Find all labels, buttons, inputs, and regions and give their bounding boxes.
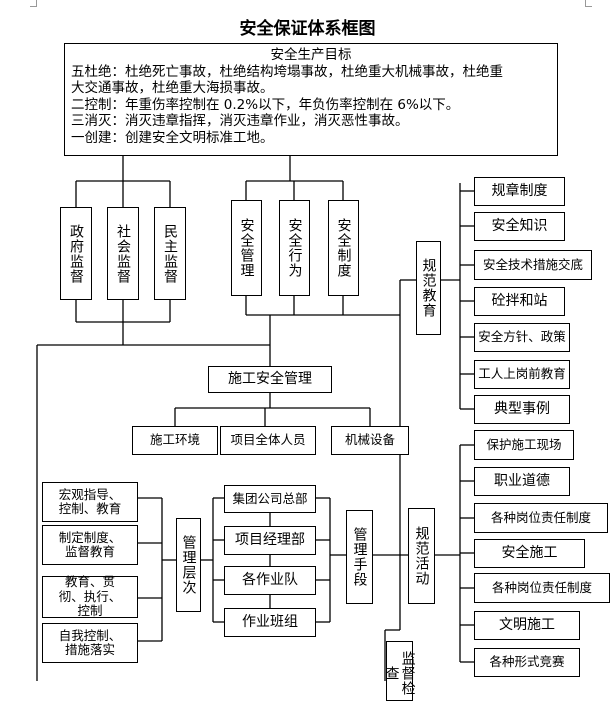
project-all-staff-box: 项目全体人员 bbox=[220, 426, 316, 455]
connector-lines bbox=[36, 156, 474, 681]
safety-system-box: 安全制度 bbox=[328, 200, 359, 296]
government-supervision-box: 政府监督 bbox=[60, 207, 92, 300]
activity-item-box: 各种岗位责任制度 bbox=[474, 573, 610, 603]
education-item-box: 规章制度 bbox=[474, 177, 565, 206]
goal-line: 一创建：创建安全文明标准工地。 bbox=[71, 129, 274, 146]
safety-goal-box: 安全生产目标 五杜绝：杜绝死亡事故，杜绝结构垮塌事故，杜绝重大机械事故，杜绝重 … bbox=[64, 43, 558, 156]
activity-item-box: 职业道德 bbox=[474, 467, 570, 496]
education-item-box: 安全技术措施交底 bbox=[474, 250, 592, 280]
goal-line: 大交通事故，杜绝重大海损事故。 bbox=[71, 80, 274, 96]
safety-goal-heading: 安全生产目标 bbox=[270, 47, 352, 63]
education-item-box: 典型事例 bbox=[474, 395, 570, 424]
social-supervision-box: 社会监督 bbox=[107, 207, 139, 300]
work-crew-box: 作业班组 bbox=[224, 608, 316, 637]
education-item-box: 安全方针、政策 bbox=[474, 323, 570, 352]
goal-line: 二控制：年重伤率控制在 0.2%以下，年负伤率控制在 6%以下。 bbox=[71, 96, 460, 113]
democratic-supervision-box: 民主监督 bbox=[154, 207, 186, 300]
page-corner-mark-left bbox=[30, 0, 37, 7]
construction-safety-management-box: 施工安全管理 bbox=[208, 366, 332, 393]
management-role-box: 教育、贯彻、执行、控制 bbox=[42, 575, 138, 618]
management-role-box: 自我控制、措施落实 bbox=[42, 623, 138, 663]
standard-education-box: 规范教育 bbox=[416, 241, 441, 335]
project-manager-dept-box: 项目经理部 bbox=[224, 526, 316, 555]
supervision-check-box: 监督检查 bbox=[384, 641, 416, 701]
safety-behavior-box: 安全行为 bbox=[279, 200, 310, 296]
work-teams-box: 各作业队 bbox=[224, 566, 316, 595]
education-item-box: 安全知识 bbox=[474, 212, 565, 241]
education-item-box: 砼拌和站 bbox=[474, 287, 565, 316]
management-role-box: 宏观指导、控制、教育 bbox=[42, 482, 138, 522]
activity-item-box: 文明施工 bbox=[474, 611, 580, 640]
goal-line: 五杜绝：杜绝死亡事故，杜绝结构垮塌事故，杜绝重大机械事故，杜绝重 bbox=[71, 63, 503, 80]
machinery-equipment-box: 机械设备 bbox=[331, 426, 409, 455]
construction-environment-box: 施工环境 bbox=[132, 426, 218, 455]
group-headquarters-box: 集团公司总部 bbox=[224, 485, 316, 513]
activity-item-box: 保护施工现场 bbox=[474, 430, 574, 460]
management-role-box: 制定制度、监督教育 bbox=[42, 525, 138, 565]
activity-item-box: 各种岗位责任制度 bbox=[474, 503, 608, 533]
standard-activities-box: 规范活动 bbox=[408, 508, 435, 604]
activity-item-box: 安全施工 bbox=[474, 539, 585, 568]
management-means-box: 管理手段 bbox=[346, 510, 373, 604]
education-item-box: 工人上岗前教育 bbox=[474, 360, 570, 389]
page-title: 安全保证体系框图 bbox=[239, 19, 376, 39]
safety-management-box: 安全管理 bbox=[231, 200, 262, 296]
page-corner-mark-right bbox=[585, 0, 592, 7]
activity-item-box: 各种形式竞赛 bbox=[474, 648, 580, 677]
management-levels-box: 管理层次 bbox=[176, 518, 201, 612]
goal-line: 三消灭：消灭违章指挥，消灭违章作业，消灭恶性事故。 bbox=[71, 113, 409, 129]
